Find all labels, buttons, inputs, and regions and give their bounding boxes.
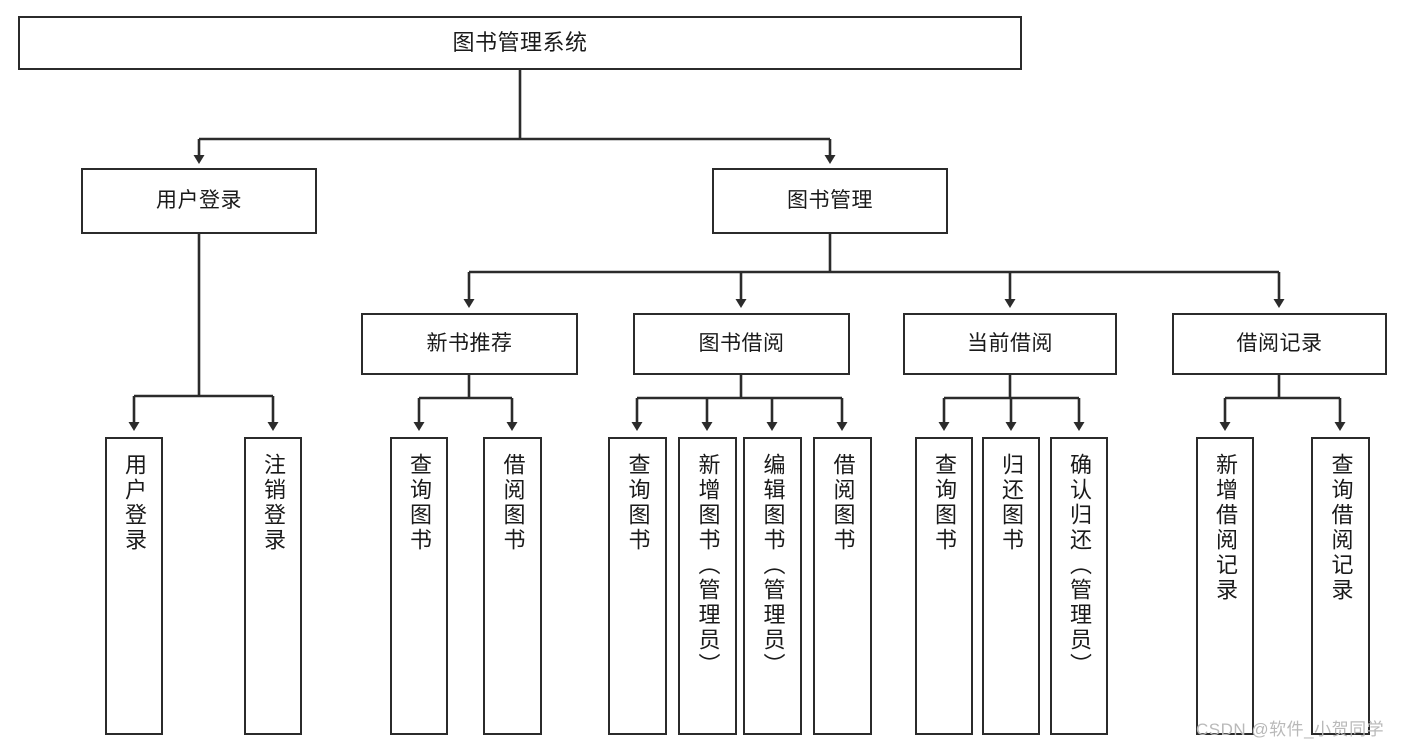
node-label: 当前借阅 xyxy=(967,331,1053,355)
leaf-user-logout[interactable]: 注销登录 xyxy=(244,437,302,735)
node-label: 注销登录 xyxy=(261,453,286,553)
leaf-borrow-edit-book-admin[interactable]: 编辑图书（管理员） xyxy=(743,437,802,735)
node-label: 借阅图书 xyxy=(500,453,526,553)
node-book-management[interactable]: 图书管理 xyxy=(712,168,948,234)
node-label: 归还图书 xyxy=(999,453,1024,553)
leaf-current-return-book[interactable]: 归还图书 xyxy=(982,437,1040,735)
leaf-borrow-borrow-book[interactable]: 借阅图书 xyxy=(813,437,872,735)
node-borrow-record[interactable]: 借阅记录 xyxy=(1172,313,1387,375)
node-label: 新增借阅记录 xyxy=(1213,453,1238,603)
node-label: 用户登录 xyxy=(156,188,242,212)
node-label: 新增图书（管理员） xyxy=(695,453,721,678)
leaf-current-query-book[interactable]: 查询图书 xyxy=(915,437,973,735)
csdn-watermark: CSDN @软件_小贺同学 xyxy=(1196,720,1385,739)
node-label: 查询图书 xyxy=(625,453,651,553)
node-user-login[interactable]: 用户登录 xyxy=(81,168,317,234)
node-label: 查询图书 xyxy=(932,453,957,553)
node-current-borrow[interactable]: 当前借阅 xyxy=(903,313,1117,375)
leaf-record-add-borrow-record[interactable]: 新增借阅记录 xyxy=(1196,437,1254,735)
leaf-current-confirm-return-admin[interactable]: 确认归还（管理员） xyxy=(1050,437,1108,735)
node-book-borrow[interactable]: 图书借阅 xyxy=(633,313,850,375)
node-label: 确认归还（管理员） xyxy=(1067,453,1092,678)
leaf-borrow-add-book-admin[interactable]: 新增图书（管理员） xyxy=(678,437,737,735)
leaf-recommend-borrow-book[interactable]: 借阅图书 xyxy=(483,437,542,735)
leaf-borrow-query-book[interactable]: 查询图书 xyxy=(608,437,667,735)
node-new-book-recommend[interactable]: 新书推荐 xyxy=(361,313,578,375)
node-label: 图书借阅 xyxy=(698,331,785,355)
leaf-recommend-query-book[interactable]: 查询图书 xyxy=(390,437,448,735)
leaf-user-login[interactable]: 用户登录 xyxy=(105,437,163,735)
node-label: 查询借阅记录 xyxy=(1328,453,1354,603)
node-label: 图书管理 xyxy=(787,188,873,212)
node-root-system[interactable]: 图书管理系统 xyxy=(18,16,1022,70)
node-label: 借阅记录 xyxy=(1236,331,1323,355)
node-label: 借阅图书 xyxy=(830,453,856,553)
node-label: 新书推荐 xyxy=(426,331,513,355)
leaf-record-query-borrow-record[interactable]: 查询借阅记录 xyxy=(1311,437,1370,735)
node-label: 图书管理系统 xyxy=(452,30,588,56)
node-label: 查询图书 xyxy=(407,453,432,553)
node-label: 编辑图书（管理员） xyxy=(760,453,786,678)
node-label: 用户登录 xyxy=(122,453,147,553)
